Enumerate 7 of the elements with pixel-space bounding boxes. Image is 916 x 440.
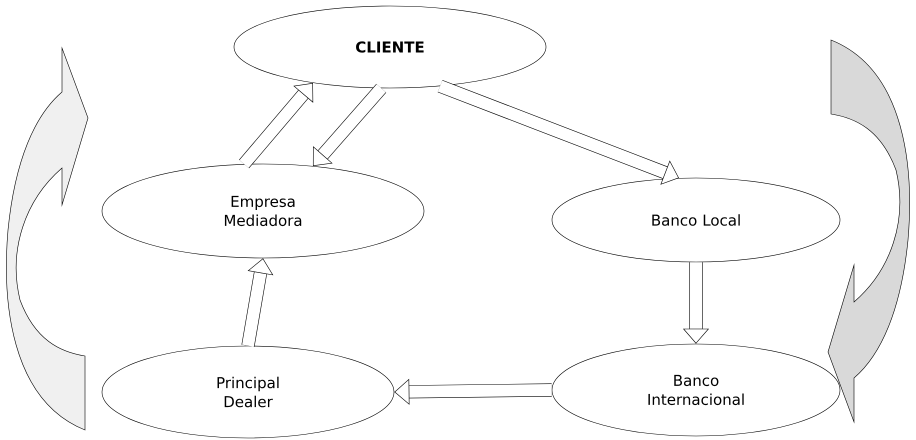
ellipse-node: Principal Dealer	[102, 346, 394, 438]
block-arrow	[242, 258, 274, 347]
ellipse-node: Banco Local	[552, 178, 840, 262]
ellipse-node: Empresa Mediadora	[102, 164, 424, 258]
block-arrow	[239, 82, 314, 168]
ellipse-node: CLIENTE	[234, 6, 546, 88]
ellipse-node: Banco Internacional	[552, 344, 840, 436]
